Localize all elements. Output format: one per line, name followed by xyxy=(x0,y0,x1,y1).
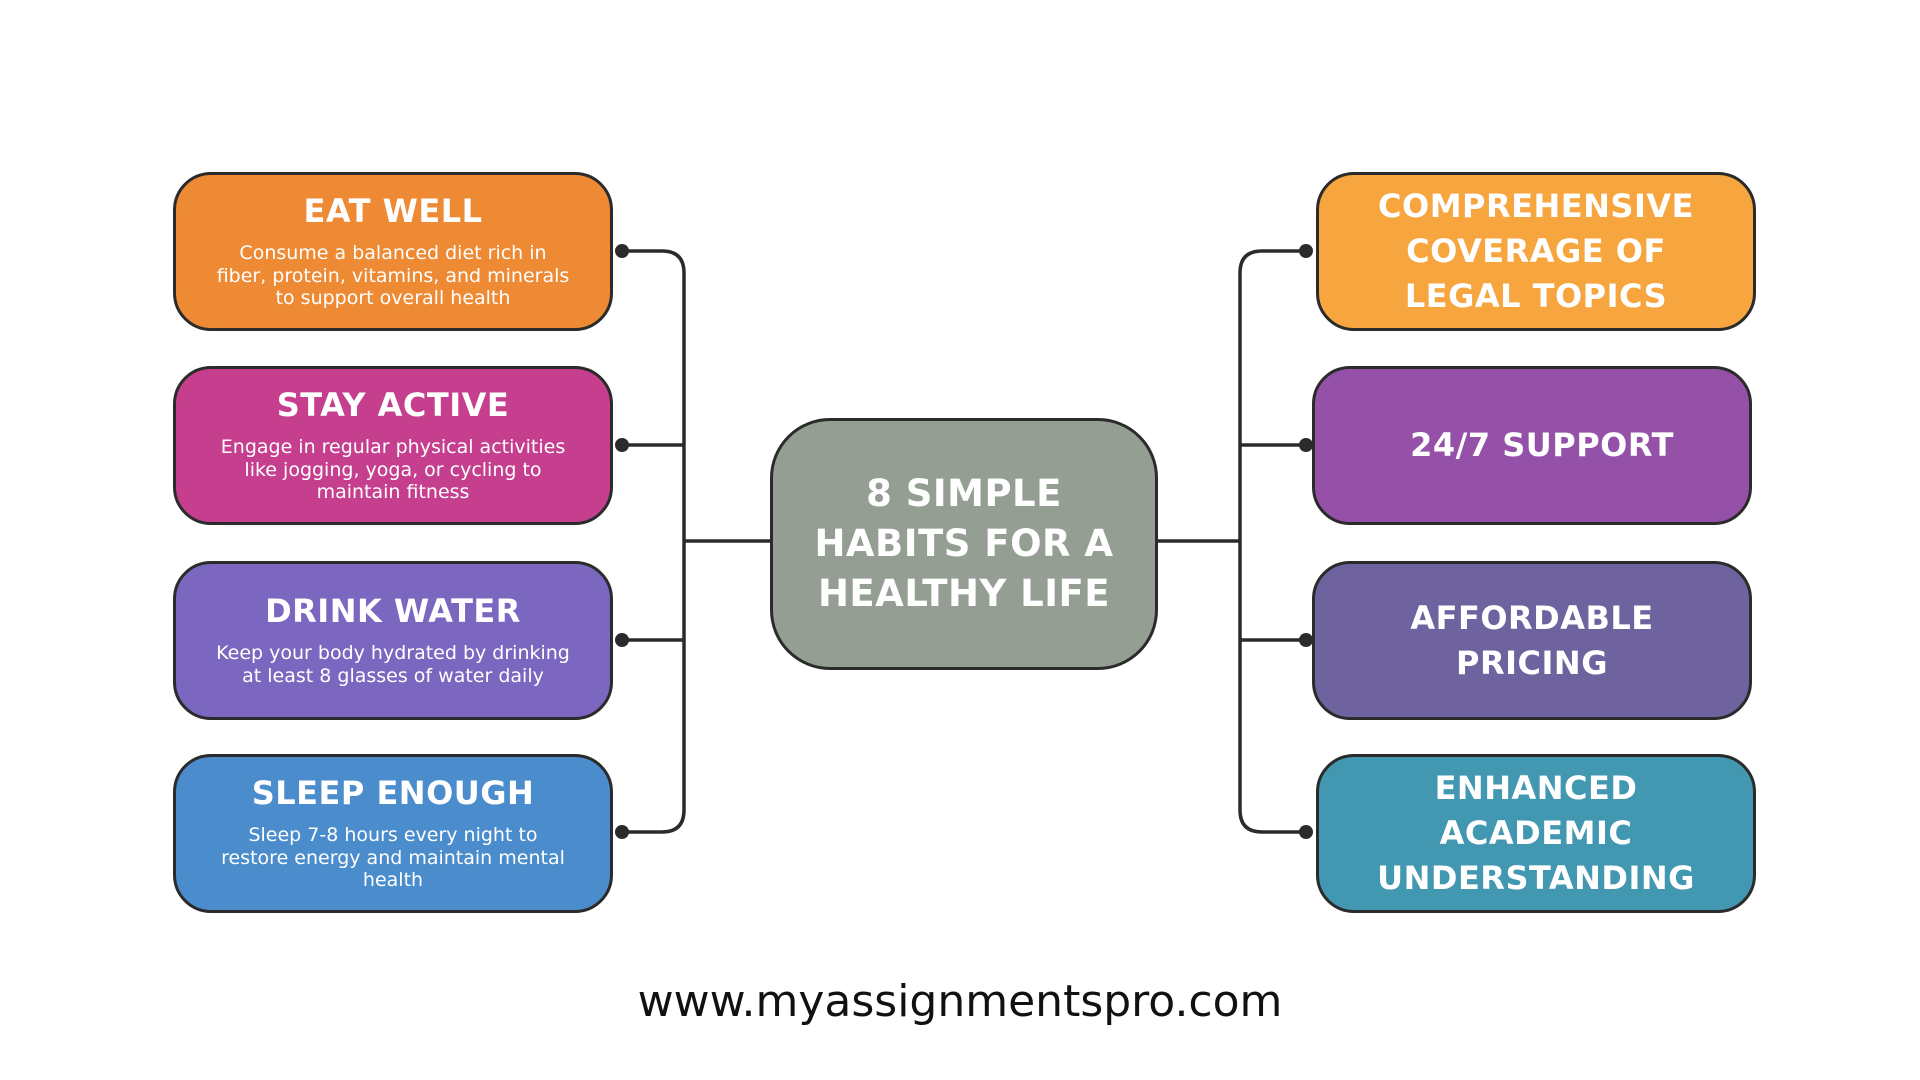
habit-description: Keep your body hydrated by drinking at l… xyxy=(216,642,570,687)
feature-title: COMPREHENSIVE COVERAGE OF LEGAL TOPICS xyxy=(1378,187,1694,315)
right-dot-3 xyxy=(1299,633,1313,647)
center-title: 8 SIMPLE HABITS FOR A HEALTHY LIFE xyxy=(814,471,1114,616)
right-dot-4 xyxy=(1299,825,1313,839)
feature-comprehensive-coverage: COMPREHENSIVE COVERAGE OF LEGAL TOPICS xyxy=(1316,172,1756,331)
feature-academic-understanding: ENHANCED ACADEMIC UNDERSTANDING xyxy=(1316,754,1756,913)
left-connector-1 xyxy=(624,249,686,834)
habit-title: SLEEP ENOUGH xyxy=(251,773,535,812)
feature-title: 24/7 SUPPORT xyxy=(1410,426,1674,465)
habit-title: EAT WELL xyxy=(303,191,483,230)
left-dot-4 xyxy=(615,825,629,839)
right-dot-2 xyxy=(1299,438,1313,452)
left-dot-2 xyxy=(615,438,629,452)
habit-stay-active: STAY ACTIVE Engage in regular physical a… xyxy=(173,366,613,525)
habit-description: Consume a balanced diet rich in fiber, p… xyxy=(216,241,570,310)
feature-affordable-pricing: AFFORDABLE PRICING xyxy=(1312,561,1752,720)
habit-description: Engage in regular physical activities li… xyxy=(220,435,566,504)
footer-url: www.myassignmentspro.com xyxy=(637,976,1283,1027)
habit-eat-well: EAT WELL Consume a balanced diet rich in… xyxy=(173,172,613,331)
feature-support: 24/7 SUPPORT xyxy=(1312,366,1752,525)
right-connector-1 xyxy=(1238,249,1306,834)
center-topic: 8 SIMPLE HABITS FOR A HEALTHY LIFE xyxy=(770,418,1158,670)
habit-drink-water: DRINK WATER Keep your body hydrated by d… xyxy=(173,561,613,720)
left-dot-3 xyxy=(615,633,629,647)
left-dot-1 xyxy=(615,244,629,258)
habit-sleep-enough: SLEEP ENOUGH Sleep 7-8 hours every night… xyxy=(173,754,613,913)
habit-title: STAY ACTIVE xyxy=(276,385,510,424)
habit-description: Sleep 7-8 hours every night to restore e… xyxy=(221,823,565,892)
feature-title: ENHANCED ACADEMIC UNDERSTANDING xyxy=(1377,769,1695,897)
habit-title: DRINK WATER xyxy=(265,592,521,631)
feature-title: AFFORDABLE PRICING xyxy=(1410,598,1654,682)
right-dot-1 xyxy=(1299,244,1313,258)
